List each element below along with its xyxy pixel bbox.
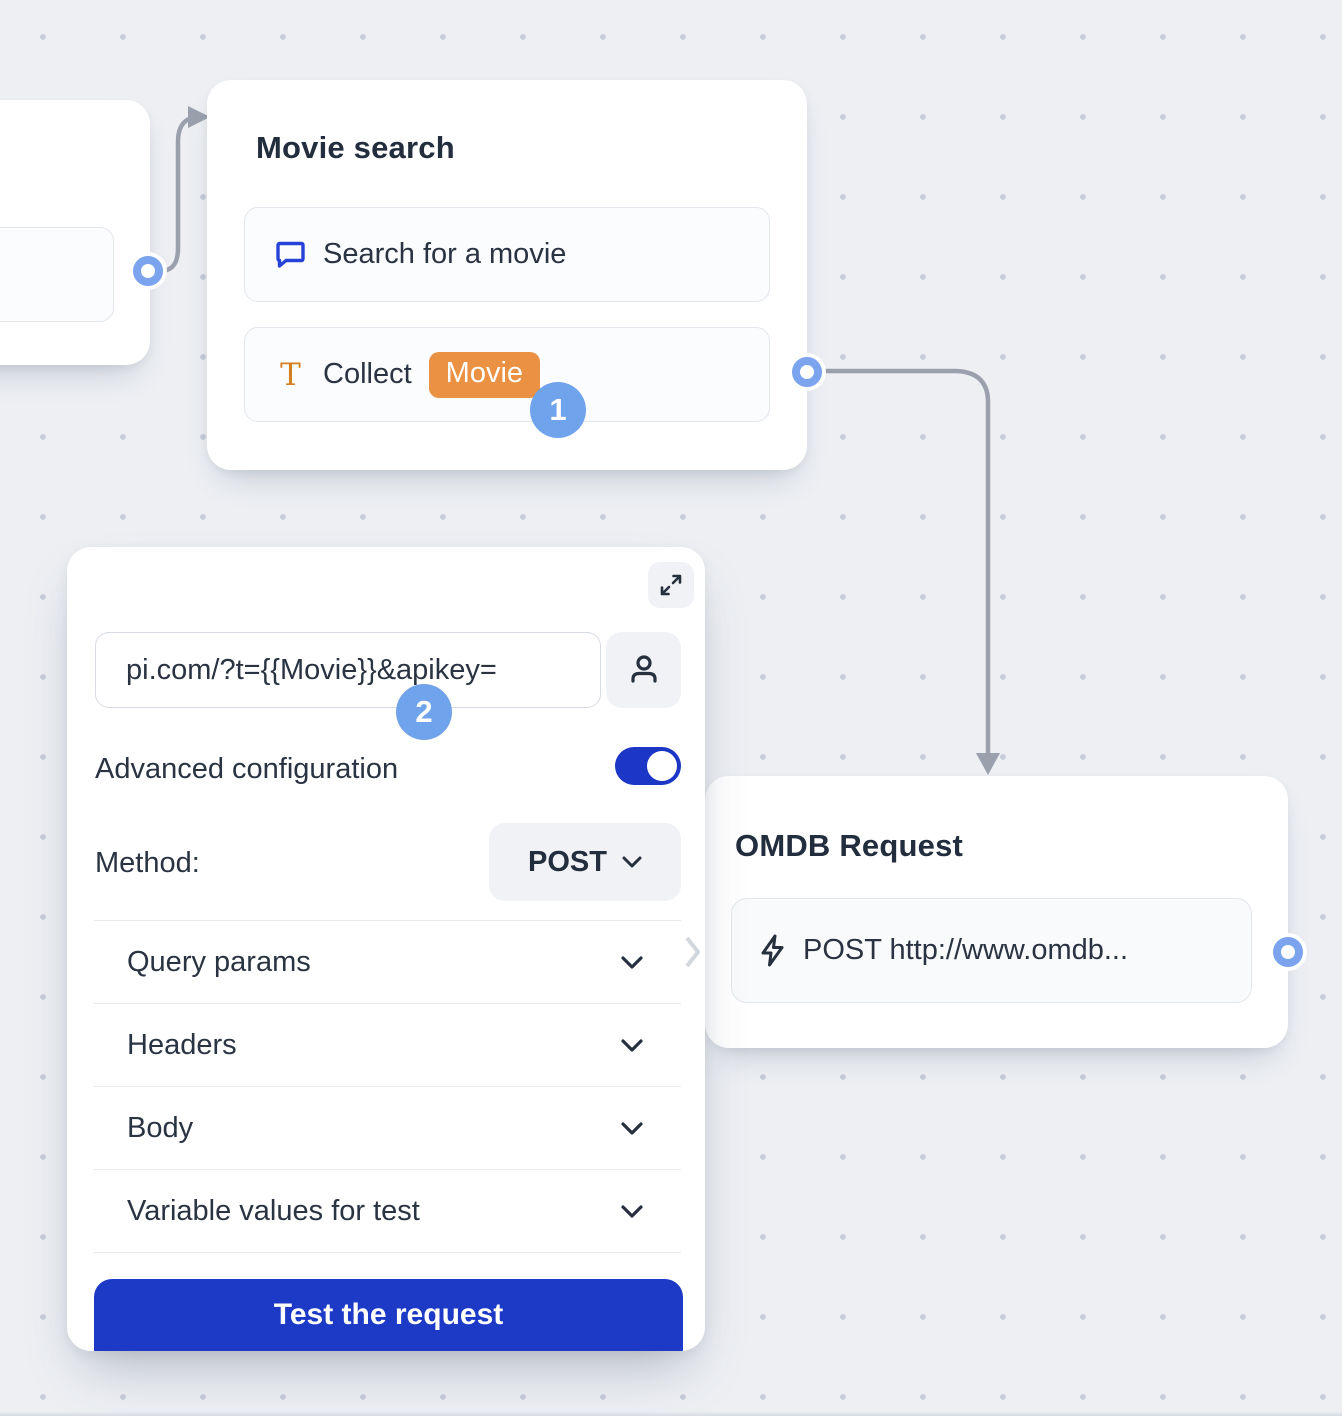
omdb-request-node-title: OMDB Request xyxy=(735,828,964,863)
method-value: POST xyxy=(528,845,607,878)
advanced-configuration-toggle[interactable] xyxy=(615,747,681,785)
collect-block-label: Collect xyxy=(323,358,412,390)
chevron-down-icon xyxy=(621,955,643,969)
chevron-down-icon xyxy=(621,1204,643,1218)
section-query-params[interactable]: Query params xyxy=(94,921,681,1004)
section-label: Query params xyxy=(127,945,311,978)
method-select[interactable]: POST xyxy=(489,823,681,901)
variable-chip-movie[interactable]: Movie xyxy=(428,351,541,398)
message-block-label: Search for a movie xyxy=(323,238,567,270)
lightning-icon xyxy=(761,934,784,967)
chevron-down-icon xyxy=(622,856,642,868)
collapsible-sections: Query params Headers Body Variable value… xyxy=(94,920,681,1253)
chat-bubble-icon xyxy=(276,241,305,268)
movie-search-node-title: Movie search xyxy=(256,130,455,165)
section-body[interactable]: Body xyxy=(94,1087,681,1170)
advanced-configuration-label: Advanced configuration xyxy=(95,753,399,785)
section-headers[interactable]: Headers xyxy=(94,1004,681,1087)
section-label: Variable values for test xyxy=(127,1194,420,1227)
webhook-config-panel[interactable]: 2 Advanced configuration Method: POST Qu… xyxy=(67,547,705,1351)
section-label: Headers xyxy=(127,1028,237,1061)
webhook-block-row[interactable]: POST http://www.omdb... xyxy=(731,898,1252,1003)
chevron-down-icon xyxy=(621,1121,643,1135)
movie-search-output-port[interactable] xyxy=(792,357,822,387)
webhook-url-input[interactable] xyxy=(95,632,601,708)
step-badge-1: 1 xyxy=(530,382,586,438)
message-block-row[interactable]: Search for a movie xyxy=(244,207,770,302)
user-variable-button[interactable] xyxy=(606,632,681,708)
section-label: Body xyxy=(127,1111,194,1144)
method-label: Method: xyxy=(95,847,200,879)
section-variable-values[interactable]: Variable values for test xyxy=(94,1170,681,1253)
chevron-down-icon xyxy=(621,1038,643,1052)
webhook-block-label: POST http://www.omdb... xyxy=(803,934,1129,966)
toggle-knob xyxy=(647,751,677,781)
expand-icon xyxy=(660,574,682,596)
collect-block-row[interactable]: T Collect Movie xyxy=(244,327,770,422)
test-request-button[interactable]: Test the request xyxy=(94,1279,683,1351)
user-icon xyxy=(630,655,657,683)
input-caret-icon xyxy=(685,936,700,968)
omdb-output-port[interactable] xyxy=(1273,937,1303,967)
text-collect-icon: T xyxy=(280,356,301,393)
step-badge-2: 2 xyxy=(396,684,452,740)
output-port[interactable] xyxy=(133,256,163,286)
expand-button[interactable] xyxy=(648,562,694,608)
previous-node-row[interactable] xyxy=(0,227,114,322)
